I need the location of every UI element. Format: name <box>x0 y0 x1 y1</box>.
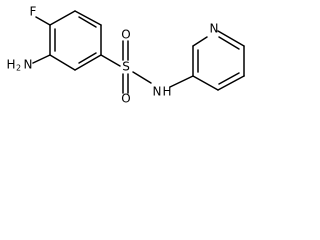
pyridine-bond-4 <box>217 30 245 47</box>
s-n-bond <box>132 71 152 84</box>
sulfonamide-nh-label: N H <box>153 85 172 99</box>
pyridine-bond-2 <box>217 75 245 91</box>
molecule-drawing: F H 2 N S O O N H N <box>6 5 245 106</box>
amine-h-label: H <box>6 58 15 72</box>
c-nh2-bond <box>32 54 51 64</box>
fluorine-label: F <box>30 5 37 19</box>
amine-group-label: H 2 N <box>6 58 32 73</box>
amine-n-label: N <box>24 58 33 72</box>
c-f-bond <box>35 16 51 26</box>
ring-bond-bottom-right <box>74 54 102 71</box>
pyridine-ring <box>192 30 245 91</box>
c-s-bond <box>100 54 121 67</box>
ring-bond-top-right-inner <box>78 16 97 28</box>
benzene-ring <box>49 10 102 71</box>
pyridine-bond-4-inner <box>218 36 240 50</box>
pyridine-bond-5 <box>192 36 208 47</box>
ring-bond-bottom-left <box>49 54 76 71</box>
pyridine-bond-2-inner <box>218 72 240 85</box>
structure-diagram: F H 2 N S O O N H N <box>6 5 245 106</box>
pyridine-bond-1 <box>192 75 219 91</box>
n-pyridine-bond <box>169 75 194 88</box>
pyridine-n-label: N <box>210 22 219 36</box>
oxygen-bottom-label: O <box>121 92 130 106</box>
ring-bond-top-right <box>74 10 102 26</box>
sulfonamide-n-label: N <box>153 85 162 99</box>
oxygen-top-label: O <box>121 28 130 42</box>
sulfur-label: S <box>122 60 130 74</box>
amine-h-count-label: 2 <box>16 64 21 73</box>
ring-bond-bottom-right-inner <box>78 52 97 64</box>
sulfonamide-h-label: H <box>162 85 171 99</box>
ring-bond-top-left <box>49 10 76 26</box>
